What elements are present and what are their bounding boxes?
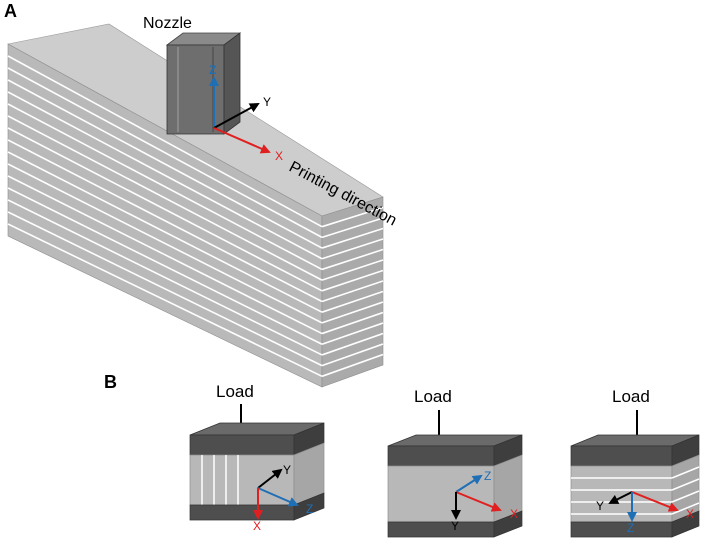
wall-layer-line xyxy=(7,79,323,249)
specimen-1-cube xyxy=(189,422,325,521)
panel-a-y-label: Y xyxy=(263,95,271,109)
printed-wall xyxy=(7,23,384,388)
nozzle-side xyxy=(223,32,241,135)
wall-side-layer-line xyxy=(321,238,384,260)
specimen-3-bottom-platen-front xyxy=(570,521,673,538)
wall-side-layer-line xyxy=(321,311,384,335)
specimen-2-cube xyxy=(387,434,523,538)
specimen-2-load-label: Load xyxy=(414,387,452,406)
specimen-1: Load Y Z X xyxy=(189,382,325,533)
wall-layer-line xyxy=(7,115,323,281)
wall-layer-line xyxy=(7,103,323,271)
specimen-2-bottom-platen-side xyxy=(493,510,523,538)
wall-side-layer-line xyxy=(321,290,384,313)
specimen-1-y-arrow xyxy=(257,468,283,489)
wall-side-layer-line xyxy=(321,280,384,303)
wall-side-layer-line xyxy=(321,269,384,292)
specimen-1-layer-lines xyxy=(201,455,239,505)
wall-layer-line xyxy=(7,223,323,378)
specimen-1-z-arrow xyxy=(257,487,299,507)
wall-side-layer-line xyxy=(321,248,384,271)
wall-layer-line xyxy=(7,175,323,335)
specimen-3-y-arrow xyxy=(608,491,633,504)
wall-layer-lines xyxy=(7,55,384,378)
wall-layer-line xyxy=(7,139,323,303)
nozzle xyxy=(165,32,242,135)
wall-side-layer-line xyxy=(321,227,384,249)
specimen-3-x-label: X xyxy=(686,507,694,521)
specimen-3-y-label: Y xyxy=(596,499,604,513)
specimen-2-body-front xyxy=(387,465,495,523)
nozzle-front xyxy=(166,44,225,135)
panel-a-x-arrow xyxy=(213,127,271,154)
wall-layer-line xyxy=(7,199,323,356)
panel-a-z-label: Z xyxy=(209,63,216,77)
specimen-3-x-arrow xyxy=(631,491,679,512)
wall-side-layer-line xyxy=(321,322,384,346)
specimen-2-z-arrow xyxy=(455,474,483,493)
specimen-1-x-label: X xyxy=(253,519,261,533)
specimen-2-bottom-platen-front xyxy=(387,521,495,538)
panel-a-y-arrow xyxy=(213,103,260,129)
specimen-3-top-platen-front xyxy=(570,445,673,467)
panel-a-axes: Z Y X xyxy=(209,63,283,163)
specimen-1-bottom-platen-front xyxy=(189,504,295,521)
specimen-1-top-platen-front xyxy=(189,434,295,456)
specimen-3-z-label: Z xyxy=(627,521,634,535)
specimen-3-bottom-platen-side xyxy=(671,510,700,538)
wall-layer-line xyxy=(7,187,323,345)
specimen-3: Load Y X Z xyxy=(570,387,700,538)
wall-side-layer-line xyxy=(321,259,384,281)
wall-side-layer-line xyxy=(321,301,384,324)
wall-layer-line xyxy=(7,163,323,324)
wall-side-layer-line xyxy=(321,217,384,239)
wall-layer-line xyxy=(7,91,323,260)
specimen-2-y-label: Y xyxy=(451,519,459,533)
wall-layer-line xyxy=(7,211,323,367)
specimen-3-layer-line xyxy=(671,466,700,479)
wall-side-layer-line xyxy=(321,343,384,367)
specimen-2-x-label: X xyxy=(510,507,518,521)
specimen-1-y-label: Y xyxy=(283,463,291,477)
wall-layer-line xyxy=(7,151,323,313)
specimen-3-layer-line xyxy=(671,478,700,491)
specimen-2-z-label: Z xyxy=(484,469,491,483)
specimen-2-top-platen-front xyxy=(387,445,495,467)
wall-layer-line xyxy=(7,127,323,292)
specimen-1-bottom-platen-side xyxy=(293,492,325,521)
specimen-3-layer-line xyxy=(671,502,700,515)
wall-layer-line xyxy=(7,55,323,228)
wall-side-layer-line xyxy=(321,353,384,378)
specimen-3-cube xyxy=(570,434,700,538)
wall-side-layer-line xyxy=(321,332,384,356)
specimen-1-load-label: Load xyxy=(216,382,254,401)
wall-layer-line xyxy=(7,67,323,239)
specimen-2: Load Z X Y xyxy=(387,387,523,538)
panel-a-x-label: X xyxy=(275,149,283,163)
specimen-2-x-arrow xyxy=(455,491,502,512)
specimen-3-load-label: Load xyxy=(612,387,650,406)
nozzle-label: Nozzle xyxy=(143,15,192,32)
specimen-3-layer-line xyxy=(671,490,700,503)
panel-a-letter: A xyxy=(4,1,17,21)
specimen-1-z-label: Z xyxy=(306,502,313,516)
wall-side-layer-line xyxy=(321,206,384,228)
panel-b-letter: B xyxy=(104,372,117,392)
